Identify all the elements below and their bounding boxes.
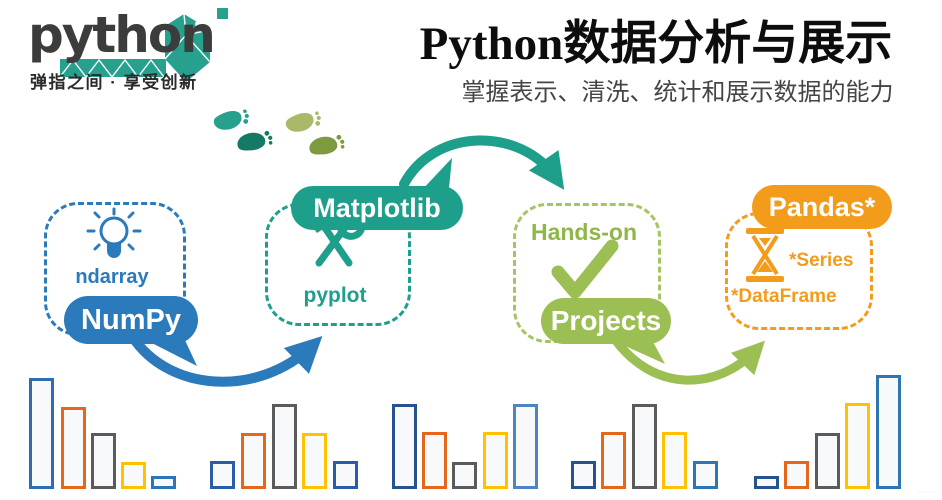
lightbulb-icon [86, 207, 142, 258]
bar [845, 403, 870, 489]
matplotlib-feature-label: pyplot [303, 284, 367, 307]
bar [29, 378, 54, 489]
bar [452, 462, 477, 489]
bar [91, 433, 116, 489]
bar [754, 476, 779, 489]
bar [601, 432, 626, 489]
logo-tagline: 弹指之间 · 享受创新 [30, 73, 198, 92]
numpy-bubble-tail [142, 338, 197, 366]
bar [121, 462, 146, 489]
arrow-projects-to-pandas [609, 333, 765, 385]
watermark: ······ [918, 490, 936, 496]
numpy-bubble: NumPy [64, 296, 198, 344]
bar [302, 433, 327, 489]
bar [272, 404, 297, 489]
numpy-feature-label: ndarray [75, 266, 149, 288]
matplotlib-bubble: Matplotlib [291, 186, 463, 230]
projects-bubble: Projects [541, 298, 671, 344]
bar [151, 476, 176, 489]
bar [210, 461, 235, 489]
bar [662, 432, 687, 489]
arrow-numpy-to-matplotlib [127, 331, 323, 387]
python-logo: python 弹指之间 · 享受创新 [24, 4, 234, 100]
bar [513, 404, 538, 489]
pandas-series-label: *Series [789, 250, 854, 271]
checkmark-icon [551, 239, 619, 299]
arrow-matplotlib-to-handson [399, 135, 565, 190]
bar [784, 461, 809, 489]
bar [483, 432, 508, 489]
footprints-olive-icon [285, 111, 345, 155]
page-subtitle: 掌握表示、清洗、统计和展示数据的能力 [461, 79, 894, 106]
bar [693, 461, 718, 489]
bar [632, 404, 657, 489]
bar [815, 433, 840, 489]
bar [61, 407, 86, 489]
bar [392, 404, 417, 489]
footprints-teal-icon [213, 109, 273, 151]
bar [571, 461, 596, 489]
bar [333, 461, 358, 489]
logo-banner-icon [59, 8, 228, 82]
bar [241, 433, 266, 489]
bar [422, 432, 447, 489]
pandas-dataframe-label: *DataFrame [731, 286, 837, 307]
hourglass-icon [746, 228, 784, 282]
bar [876, 375, 901, 489]
logo-wordmark: python [28, 6, 216, 64]
pandas-bubble: Pandas* [752, 185, 892, 229]
hands-on-label: Hands-on [530, 219, 638, 245]
page-title: Python数据分析与展示 [419, 18, 893, 70]
